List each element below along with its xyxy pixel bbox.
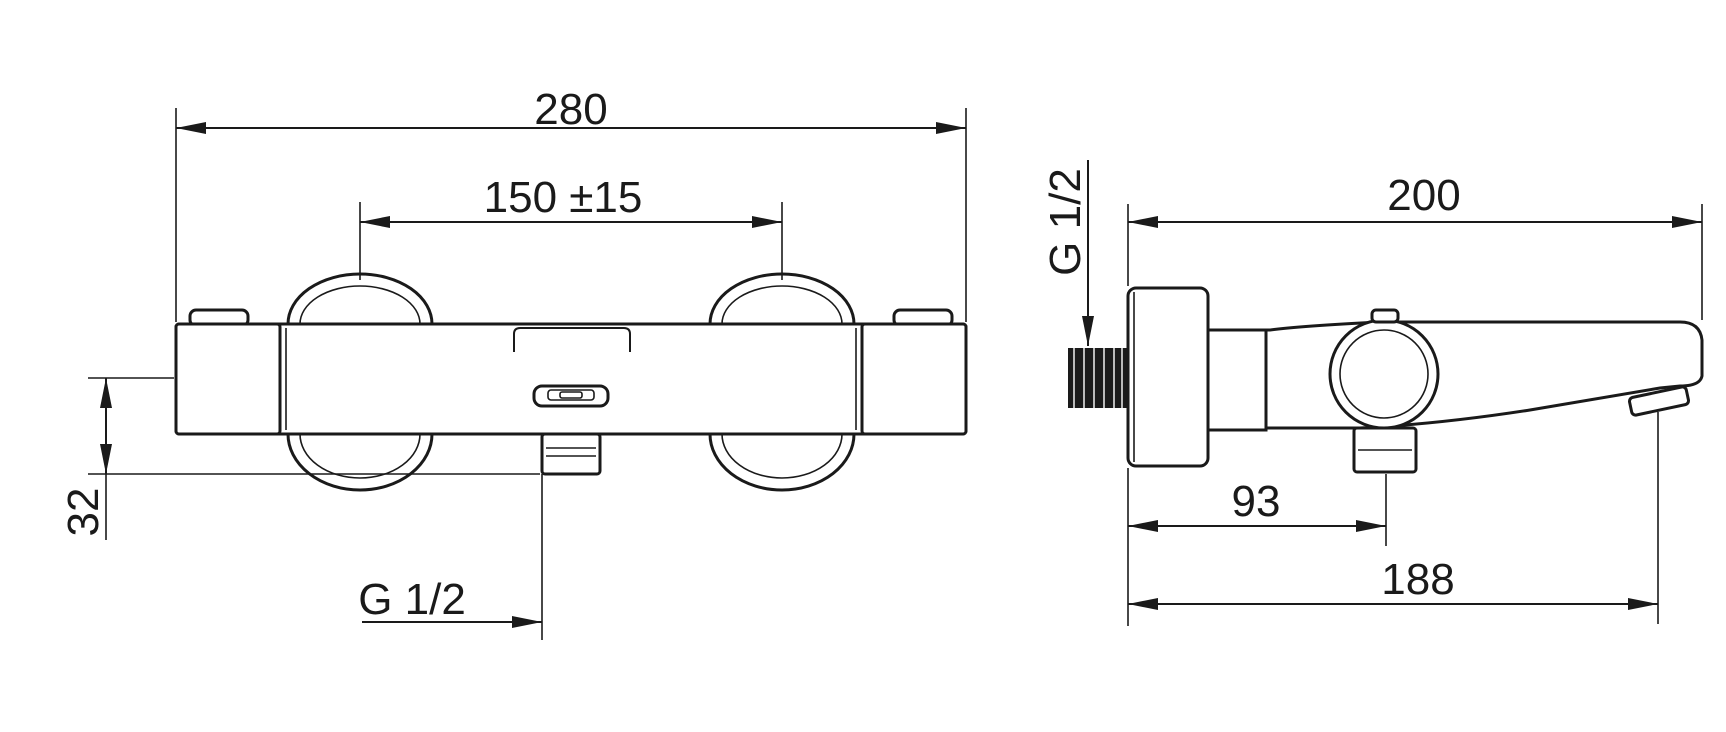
spout bbox=[1202, 320, 1704, 430]
bottom-outlet bbox=[540, 432, 602, 476]
spout-aerator bbox=[1628, 385, 1690, 417]
right-handle bbox=[860, 322, 968, 436]
connector-neck bbox=[1202, 328, 1268, 432]
diverter-knob bbox=[532, 384, 610, 408]
inlet-thread bbox=[1068, 348, 1128, 408]
outlet-thread-label: G 1/2 bbox=[358, 575, 466, 624]
dimension-188-label: 188 bbox=[1381, 555, 1454, 604]
dimension-280-label: 280 bbox=[534, 85, 607, 134]
dimension-93-label: 93 bbox=[1232, 477, 1281, 526]
left-rosette-bottom bbox=[286, 433, 434, 492]
right-rosette-top bbox=[708, 272, 856, 325]
top-nub bbox=[1370, 308, 1400, 324]
mixer-body bbox=[174, 322, 968, 436]
dimension-200-label: 200 bbox=[1387, 171, 1460, 220]
front-view: 280 150 ±15 32 G 1/2 bbox=[59, 85, 968, 640]
left-rosette-top bbox=[286, 272, 434, 325]
dimension-32-label: 32 bbox=[59, 488, 108, 537]
side-view: G 1/2 200 93 188 bbox=[1041, 160, 1704, 626]
dimension-150-label: 150 ±15 bbox=[484, 173, 643, 222]
wall-rosette bbox=[1126, 286, 1210, 468]
top-bracket bbox=[513, 327, 631, 352]
inlet-thread-label: G 1/2 bbox=[1041, 168, 1090, 276]
mixer-handle-side bbox=[1328, 318, 1440, 430]
left-handle bbox=[174, 322, 282, 436]
right-rosette-bottom bbox=[708, 433, 856, 492]
